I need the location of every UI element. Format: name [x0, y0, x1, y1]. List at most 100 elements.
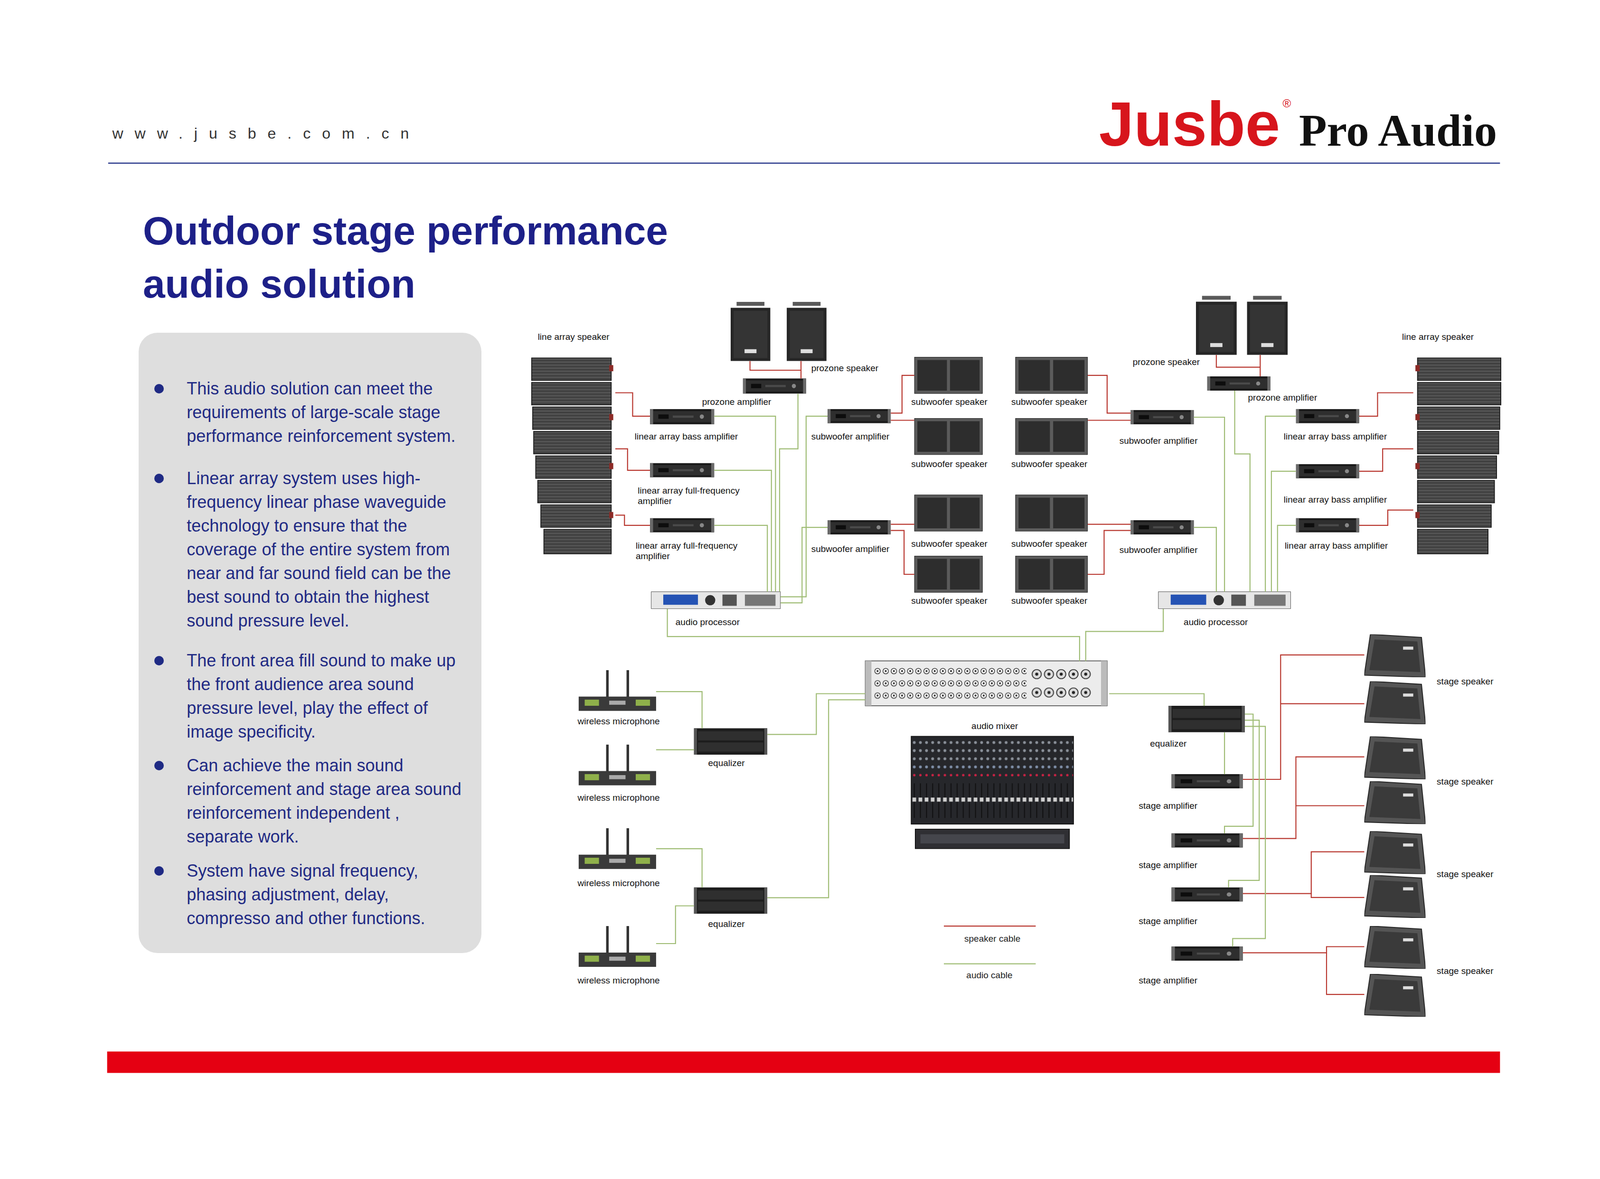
speaker-cable [615, 393, 650, 417]
mixer-art-part [911, 736, 1074, 825]
receiver-art-part [578, 744, 657, 786]
device-label: subwoofer speaker [911, 459, 988, 470]
speaker-cable [615, 449, 650, 471]
amplifier: linear array bass amplifier [1296, 518, 1360, 533]
line-array-art-part [1415, 357, 1501, 555]
equalizer-art-part [693, 887, 768, 914]
registered-mark: ® [1282, 97, 1292, 110]
amplifier-art-part [1171, 774, 1243, 789]
subwoofer-art-part [914, 555, 983, 593]
amplifier-art-part [827, 520, 891, 535]
speaker-cable [1242, 852, 1365, 895]
subwoofer-art-part [1015, 357, 1088, 394]
bullet-item: This audio solution can meet the require… [138, 376, 482, 449]
amplifier-art-part [1296, 518, 1360, 533]
subwoofer-speaker: subwoofer speaker [1015, 357, 1088, 394]
audio-cable [1228, 720, 1260, 888]
device-label: subwoofer amplifier [1119, 545, 1198, 556]
device-label: equalizer [1149, 738, 1187, 750]
audio-cable [1232, 726, 1266, 947]
speaker-cable [1242, 655, 1365, 780]
speaker-cable [890, 530, 914, 575]
device-label: prozone speaker [811, 363, 879, 374]
subwoofer-art-part [914, 494, 983, 532]
line-array-speaker: line array speaker [1413, 357, 1506, 556]
amplifier: linear array bass amplifier [649, 409, 715, 425]
amplifier-art-part [1130, 410, 1194, 425]
device-label: equalizer [708, 919, 745, 930]
speaker-cable-branch-part [1296, 805, 1365, 807]
receiver-art-part [578, 828, 657, 870]
audio-cable [1234, 390, 1251, 592]
prozone-speaker-art-part [1195, 295, 1237, 356]
prozone-speaker-art-part [730, 301, 771, 362]
audio-cable [656, 691, 703, 729]
brand-name-block: Jusbe [1099, 93, 1281, 156]
device-label: stage amplifier [1138, 800, 1198, 812]
amplifier: linear array full-frequency amplifier [649, 518, 715, 533]
info-panel: This audio solution can meet the require… [138, 332, 482, 954]
audio-processor: audio processor [1157, 592, 1291, 610]
amplifier: stage amplifier [1171, 946, 1243, 961]
device-label: stage amplifier [1138, 860, 1198, 871]
audio-cable [1194, 417, 1225, 593]
equalizer: equalizer [693, 728, 768, 756]
audio-cable [714, 525, 768, 593]
equalizer: equalizer [1168, 705, 1245, 733]
brand-name: Jusbe [1099, 93, 1281, 156]
amplifier-art-part [1171, 833, 1243, 848]
amplifier: linear array full-frequency amplifier [649, 463, 715, 478]
legend-samples-part [943, 925, 1036, 927]
stage-speaker-pair: stage speaker [1364, 926, 1426, 1018]
device-label: linear array bass amplifier [1284, 540, 1389, 552]
audio-cable [667, 609, 1080, 662]
device-label: linear array bass amplifier [1283, 494, 1388, 506]
mixer-art [865, 660, 1108, 849]
amplifier-art-part [649, 463, 715, 478]
audio-cable [714, 416, 776, 593]
audio-cable [1194, 527, 1217, 592]
speaker-cable-branch-part [1280, 703, 1365, 705]
stage-wedge-art-part [1364, 634, 1426, 678]
audio-cable [1223, 732, 1225, 775]
audio-cable [1271, 471, 1297, 593]
brand-suffix: Pro Audio [1298, 107, 1497, 154]
legend-samples [943, 926, 1036, 965]
stage-wedge-art-part [1364, 781, 1426, 825]
device-label: subwoofer speaker [911, 538, 988, 550]
bullet-dot [154, 866, 164, 876]
amplifier-art-part [1296, 409, 1360, 424]
speaker-cable [1359, 449, 1414, 472]
device-label: wireless microphone [577, 792, 660, 804]
amplifier-art-part [1171, 887, 1243, 902]
device-label: subwoofer amplifier [811, 431, 890, 443]
bullet-text: System have signal frequency, phasing ad… [186, 859, 468, 931]
subwoofer-speaker: subwoofer speaker [914, 418, 983, 455]
equalizer-art [693, 705, 1245, 914]
subwoofer-speaker: subwoofer speaker [914, 357, 983, 394]
device-label: subwoofer speaker [1011, 595, 1088, 607]
device-label: equalizer [708, 758, 745, 769]
bullet-text: This audio solution can meet the require… [186, 376, 468, 449]
title-block: Outdoor stage performance audio solution [142, 204, 713, 311]
speaker-cable-branch-part [750, 361, 801, 371]
stage-wedge-art-part [1364, 875, 1426, 919]
legend-label: speaker cable [964, 933, 1021, 945]
audio-cable [656, 906, 695, 945]
bullet-item: The front area fill sound to make up the… [138, 649, 482, 744]
legend-samples-part [943, 963, 1036, 965]
stage-speaker-pair: stage speaker [1364, 634, 1426, 725]
audio-cable [656, 848, 703, 888]
speaker-cable-branch-part [1216, 355, 1261, 368]
bullet-dot [154, 761, 164, 771]
subwoofer-speaker: subwoofer speaker [914, 494, 983, 532]
mixer-art-part [1030, 665, 1092, 702]
stage-wedge-art-part [1364, 831, 1426, 875]
audio-cable [1109, 694, 1205, 707]
stage-wedge-art-part [1364, 926, 1426, 970]
equalizer-art-part [1168, 705, 1245, 733]
device-label: subwoofer amplifier [1119, 435, 1198, 447]
device-label: subwoofer speaker [911, 595, 988, 607]
line-array-speaker: line array speaker [527, 357, 616, 556]
prozone-speaker-art-part [786, 301, 827, 362]
